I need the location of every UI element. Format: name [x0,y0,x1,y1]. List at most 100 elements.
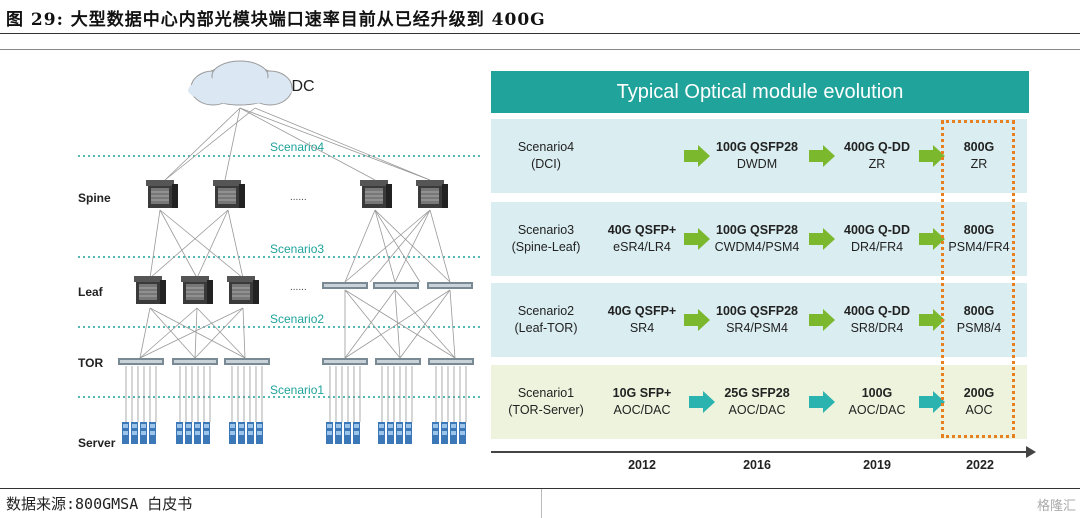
leaf-switch-flat-1 [322,282,368,289]
cell-speed: 200G [963,386,995,400]
arrow-green-icon [684,145,710,167]
arrow-green-icon [684,309,710,331]
leaf-switch-flat-3 [427,282,473,289]
arrow-teal-icon [809,391,835,413]
cell-2019: 400G Q-DD SR8/DR4 [829,303,925,337]
arrow-green-icon [919,145,945,167]
scenario-name: Scenario1 [517,386,575,400]
scenario3-label: Scenario3 [270,242,324,256]
cell-type: SR4/PSM4 [726,321,788,335]
cell-type: SR8/DR4 [850,321,904,335]
cell-2016: 25G SFP28 AOC/DAC [709,385,805,419]
cell-speed: 400G Q-DD [844,140,910,154]
cell-2016: 100G QSFP28 CWDM4/PSM4 [709,222,805,256]
cell-type: PSM8/4 [956,321,1002,335]
title-rule-1 [0,33,1080,34]
spine-switch-3 [359,179,393,209]
cell-type: ZR [970,157,988,171]
spine-ellipsis: ...... [290,192,307,203]
cell-speed: 400G Q-DD [844,304,910,318]
cell-speed: 100G [861,386,893,400]
cell-type: AOC/DAC [613,403,671,417]
cell-type: ZR [868,157,886,171]
cell-2012: 10G SFP+ AOC/DAC [594,385,690,419]
cell-speed: 100G QSFP28 [716,223,798,237]
scenario-sub: (TOR-Server) [508,403,584,417]
server-group-1 [122,422,156,444]
highlight-2022-box [941,120,1015,438]
footer-rule [0,488,1080,489]
row-scenario3: Scenario3 (Spine-Leaf) 40G QSFP+ eSR4/LR… [491,202,1027,276]
footer-divider [541,489,542,518]
arrow-teal-icon [919,391,945,413]
network-topology-diagram: DC Scenario4 Scenario3 Scenario2 Scenari… [78,60,480,450]
arrow-green-icon [809,145,835,167]
tor-switch-1 [118,358,164,365]
scenario-name: Scenario4 [517,140,575,154]
dc-label: DC [291,78,314,95]
scenario4-label: Scenario4 [270,140,324,154]
arrow-teal-icon [689,391,715,413]
server-group-4 [326,422,360,444]
cell-type: SR4 [629,321,655,335]
title-bar: 图 29: 大型数据中心内部光模块端口速率目前从已经升级到 400G [0,0,1080,36]
arrow-green-icon [919,228,945,250]
scenario-sub: (Leaf-TOR) [514,321,578,335]
leaf-ellipsis: ...... [290,282,307,293]
scenario2-label: Scenario2 [270,312,324,326]
year-label-2022: 2022 [966,458,994,472]
leaf-switch-3 [226,275,260,305]
row-scenario1: Scenario1 (TOR-Server) 10G SFP+ AOC/DAC … [491,365,1027,439]
spine-switch-4 [415,179,449,209]
layer-tor-label: TOR [78,356,103,370]
layer-leaf-label: Leaf [78,285,104,299]
scenario-sub: (Spine-Leaf) [511,240,581,254]
cell-2012: 40G QSFP+ eSR4/LR4 [594,222,690,256]
layer-spine-label: Spine [78,191,111,205]
timeline-axis [491,451,1029,453]
arrow-green-icon [809,309,835,331]
cell-speed: 10G SFP+ [612,386,672,400]
source-note: 数据来源:800GMSA 白皮书 [6,495,193,513]
spine-switch-1 [145,179,179,209]
figure-title: 图 29: 大型数据中心内部光模块端口速率目前从已经升级到 400G [6,10,546,30]
cell-2022: 800G PSM8/4 [931,303,1027,337]
layer-server-label: Server [78,436,116,450]
scenario1-label: Scenario1 [270,383,324,397]
cell-speed: 800G [963,223,995,237]
spine-switch-2 [212,179,246,209]
cell-speed: 40G QSFP+ [607,304,677,318]
cell-speed: 25G SFP28 [724,386,790,400]
year-label-2012: 2012 [628,458,656,472]
cell-2019: 400G Q-DD ZR [829,139,925,173]
scenario-cell: Scenario1 (TOR-Server) [491,385,601,419]
cell-2022: 800G ZR [931,139,1027,173]
row-scenario2: Scenario2 (Leaf-TOR) 40G QSFP+ SR4 100G … [491,283,1027,357]
server-group-5 [378,422,412,444]
arrow-green-icon [809,228,835,250]
leaf-switch-1 [133,275,167,305]
scenario-cell: Scenario3 (Spine-Leaf) [491,222,601,256]
scenario-name: Scenario3 [517,223,575,237]
cell-type: CWDM4/PSM4 [714,240,800,254]
server-group-6 [432,422,466,444]
scenario-sub: (DCI) [531,157,561,171]
cell-speed: 800G [963,304,995,318]
cell-type: eSR4/LR4 [613,240,671,254]
year-label-2016: 2016 [743,458,771,472]
tor-switch-4 [322,358,368,365]
leaf-switch-flat-2 [373,282,419,289]
year-label-2019: 2019 [863,458,891,472]
panel-header: Typical Optical module evolution [491,71,1029,113]
arrow-green-icon [919,309,945,331]
scenario-cell: Scenario2 (Leaf-TOR) [491,303,601,337]
cell-type: DWDM [736,157,778,171]
arrow-green-icon [684,228,710,250]
cell-type: AOC/DAC [848,403,906,417]
cell-type: DR4/FR4 [850,240,904,254]
cell-speed: 100G QSFP28 [716,304,798,318]
cell-speed: 40G QSFP+ [607,223,677,237]
cell-2019: 100G AOC/DAC [829,385,925,419]
leaf-switch-2 [180,275,214,305]
dc-cloud [188,60,293,106]
